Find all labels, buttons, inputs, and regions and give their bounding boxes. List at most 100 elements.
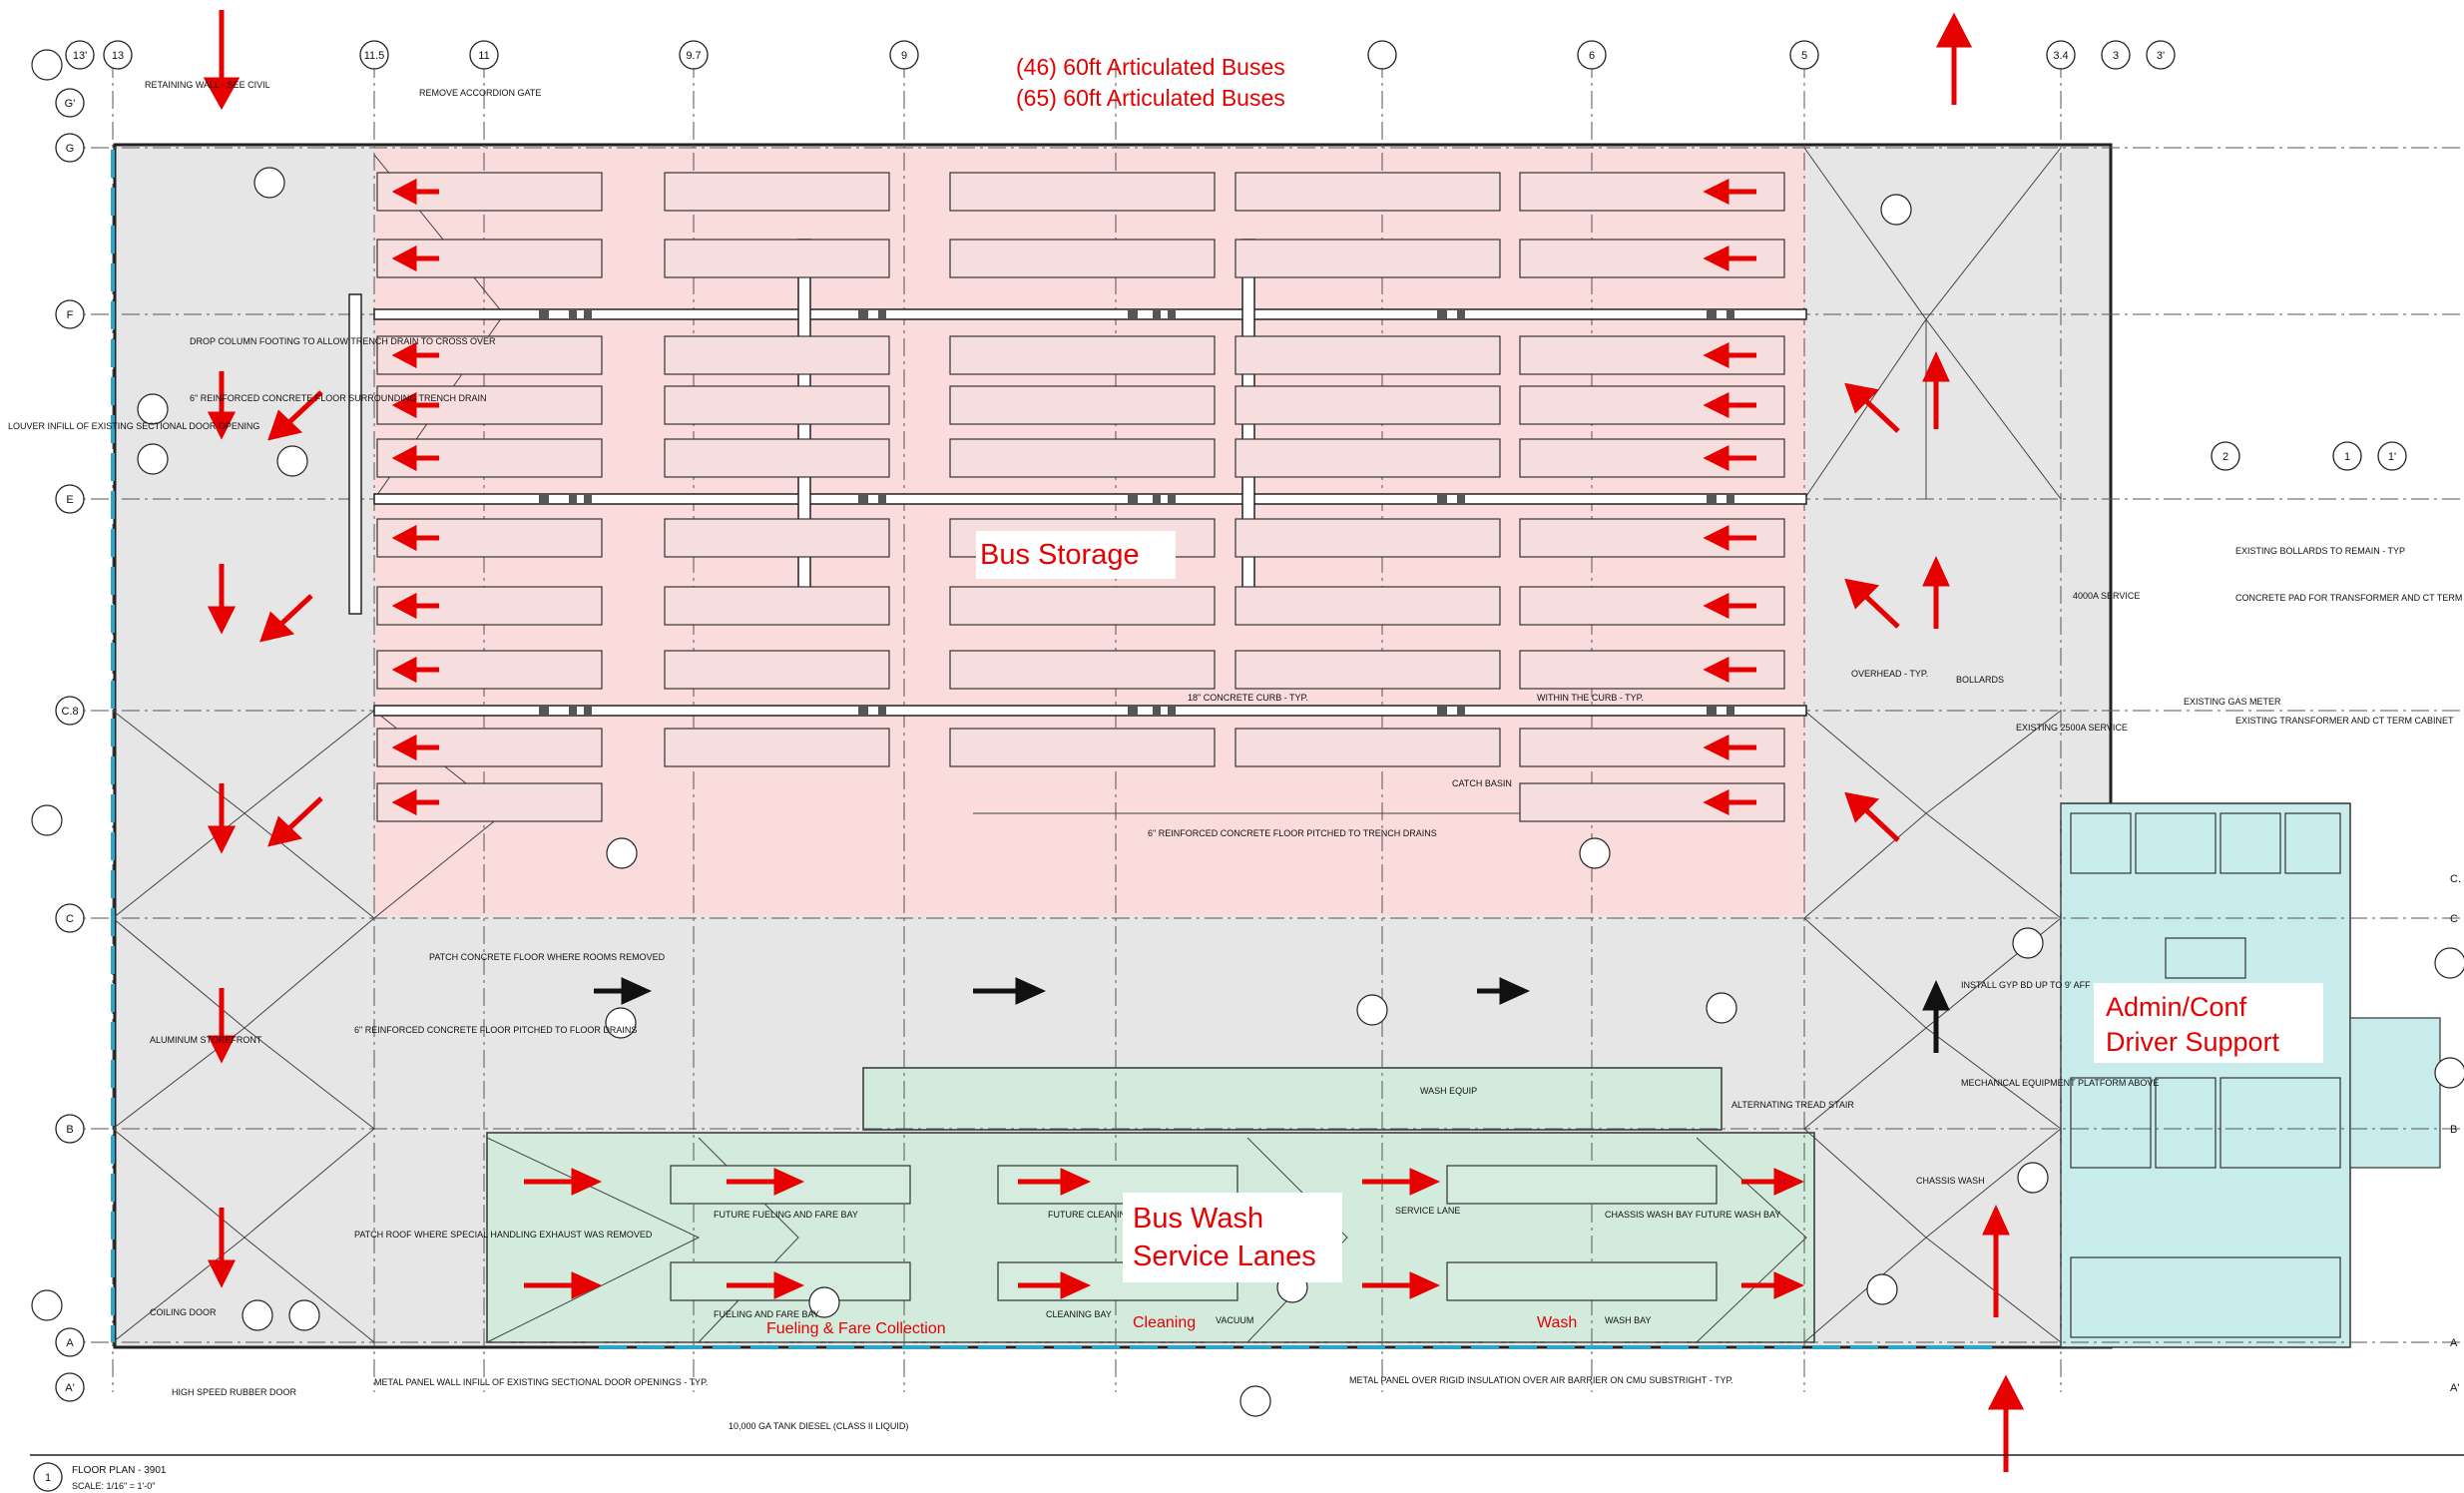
grid-bubble-labels-left: G' G F E C.8 C B A A' [61,98,78,1394]
note-future-fueling: FUTURE FUELING AND FARE BAY [714,1210,858,1220]
arrow-up-bottom-right [1987,1374,2025,1472]
grid-label-G: G [66,143,75,155]
note-aluminum-storefront: ALUMINUM STOREFRONT [150,1035,262,1045]
grid-label-right-B: B [2450,1124,2457,1136]
grid-label-right-C-dot: C. [2450,873,2461,885]
note-within-curb: WITHIN THE CURB - TYP. [1537,693,1644,703]
grid-label-3p: 3' [2157,50,2165,62]
note-retaining-wall: RETAINING WALL - SEE CIVIL [145,80,270,90]
note-concrete-pad: CONCRETE PAD FOR TRANSFORMER AND CT TERM… [2235,593,2464,603]
bus-column-4 [1234,172,1501,767]
grid-label-E: E [66,494,73,506]
arrow-up-top-right [1935,12,1973,105]
note-metal-panel-infill: METAL PANEL WALL INFILL OF EXISTING SECT… [374,1377,708,1387]
grid-label-B: B [66,1124,73,1136]
title-scale: SCALE: 1/16" = 1'-0" [72,1481,155,1491]
note-overhead: OVERHEAD - TYP. [1851,669,1928,679]
label-bus-wash: Bus Wash [1133,1203,1263,1235]
grid-bubbles-top [65,40,2407,471]
note-coiling-door: COILING DOOR [150,1307,217,1317]
bus-storage-rows [376,172,1785,822]
grid-label-right-C: C [2450,913,2458,925]
title-block: 1 FLOOR PLAN - 3901 SCALE: 1/16" = 1'-0" [30,1454,2464,1492]
label-bus-count-46: (46) 60ft Articulated Buses [1016,54,1285,80]
note-4000a-service: 4000A SERVICE [2073,591,2140,601]
note-service-lane: SERVICE LANE [1395,1206,1460,1216]
label-driver-support: Driver Support [2106,1027,2280,1057]
label-cleaning: Cleaning [1133,1314,1196,1331]
equipment-markers [539,309,1734,716]
title-number: 1 [45,1472,51,1484]
grid-label-1p: 1' [2388,451,2396,463]
grid-label-9-7: 9.7 [686,50,701,62]
grid-label-F: F [67,309,74,321]
bus-column-3 [949,172,1216,767]
label-wash: Wash [1537,1314,1577,1331]
note-louver-infill-1: LOUVER INFILL OF EXISTING SECTIONAL DOOR… [8,421,259,431]
title-text: FLOOR PLAN - 3901 [72,1465,167,1476]
note-patch-roof: PATCH ROOF WHERE SPECIAL HANDLING EXHAUS… [354,1230,653,1240]
note-bollards: BOLLARDS [1956,675,2004,685]
zone-labels: (46) 60ft Articulated Buses (65) 60ft Ar… [766,54,2323,1337]
cross-aisle-arrows [594,977,1950,1053]
note-existing-bollards: EXISTING BOLLARDS TO REMAIN - TYP [2235,546,2405,556]
arrow-down-top-left [203,10,241,111]
note-mech-platform: MECHANICAL EQUIPMENT PLATFORM ABOVE [1961,1078,2159,1088]
grid-label-right-Ap: A' [2450,1382,2459,1394]
grid-label-3: 3 [2113,50,2119,62]
grid-label-13p: 13' [73,50,87,62]
note-drop-footing-1: DROP COLUMN FOOTING TO ALLOW TRENCH DRAI… [190,336,496,346]
left-aisle-down-arrows [207,371,237,1288]
grid-label-A: A [66,1337,74,1349]
grid-label-right-A: A [2450,1337,2458,1349]
grid-label-11-5: 11.5 [364,50,385,62]
grid-label-1: 1 [2344,451,2350,463]
grid-bubble-labels-top: 13' 13 11.5 11 9.7 9 6 5 3.4 3 3' 2 1 1' [73,50,2396,463]
grid-label-2: 2 [2222,451,2228,463]
label-bus-count-65: (65) 60ft Articulated Buses [1016,85,1285,111]
grid-label-6: 6 [1589,50,1595,62]
note-wash-equip: WASH EQUIP [1420,1086,1477,1096]
wash-support-rooms [862,1067,1723,1131]
note-chassis-wash: CHASSIS WASH [1916,1176,1985,1186]
note-chassis-wash-bay: CHASSIS WASH BAY FUTURE WASH BAY [1605,1210,1780,1220]
grid-label-C8: C.8 [61,706,78,718]
note-wash-bay: WASH BAY [1605,1315,1652,1325]
note-concrete-curb: 18" CONCRETE CURB - TYP. [1188,693,1308,703]
grid-label-13: 13 [112,50,124,62]
admin-partitions [2070,812,2341,1338]
note-future-cleaning: FUTURE CLEANING BAY [1048,1210,1153,1220]
right-aisle-up-arrows [1922,350,2010,1317]
grid-label-3-4: 3.4 [2053,50,2068,62]
grid-label-9: 9 [901,50,907,62]
grid-label-C: C [66,913,74,925]
note-gas-meter: EXISTING GAS METER [2184,697,2281,707]
note-vacuum: VACUUM [1216,1315,1253,1325]
storage-left-arrows [391,178,439,816]
note-catch-basin: CATCH BASIN [1452,778,1512,788]
right-aisle-diagonal-arrows [1844,382,1900,842]
technical-notes: RETAINING WALL - SEE CIVIL REMOVE ACCORD… [8,80,2464,1431]
note-metal-panel-rigid: METAL PANEL OVER RIGID INSULATION OVER A… [1349,1375,1733,1385]
note-install-gyp-1: INSTALL GYP BD UP TO 9' AFF [1961,980,2091,990]
note-trench-floor: 6" REINFORCED CONCRETE FLOOR SURROUNDING… [190,393,487,403]
bus-column-2 [664,172,890,767]
storage-right-side-left-arrows [1703,178,1756,816]
label-bus-storage: Bus Storage [980,539,1140,571]
note-existing-transformer: EXISTING TRANSFORMER AND CT TERM CABINET [2235,716,2454,726]
note-rubber-door: HIGH SPEED RUBBER DOOR [172,1387,297,1397]
note-2500a-service: EXISTING 2500A SERVICE [2016,723,2128,733]
admin-annex [2349,1017,2441,1169]
grid-lines [60,60,2464,1392]
grid-label-5: 5 [1801,50,1807,62]
grid-label-Ap: A' [65,1382,74,1394]
note-patch-floor: PATCH CONCRETE FLOOR WHERE ROOMS REMOVED [429,952,666,962]
grid-label-Gp: G' [65,98,76,110]
grid-bubbles-left [55,88,85,1402]
note-floor-pitched-drains: 6" REINFORCED CONCRETE FLOOR PITCHED TO … [354,1025,637,1035]
note-fueling-fare-bay: FUELING AND FARE BAY [714,1309,819,1319]
note-cleaning-bay: CLEANING BAY [1046,1309,1112,1319]
left-aisle-diagonal-arrows [259,390,323,847]
label-fueling-fare: Fueling & Fare Collection [766,1320,946,1337]
